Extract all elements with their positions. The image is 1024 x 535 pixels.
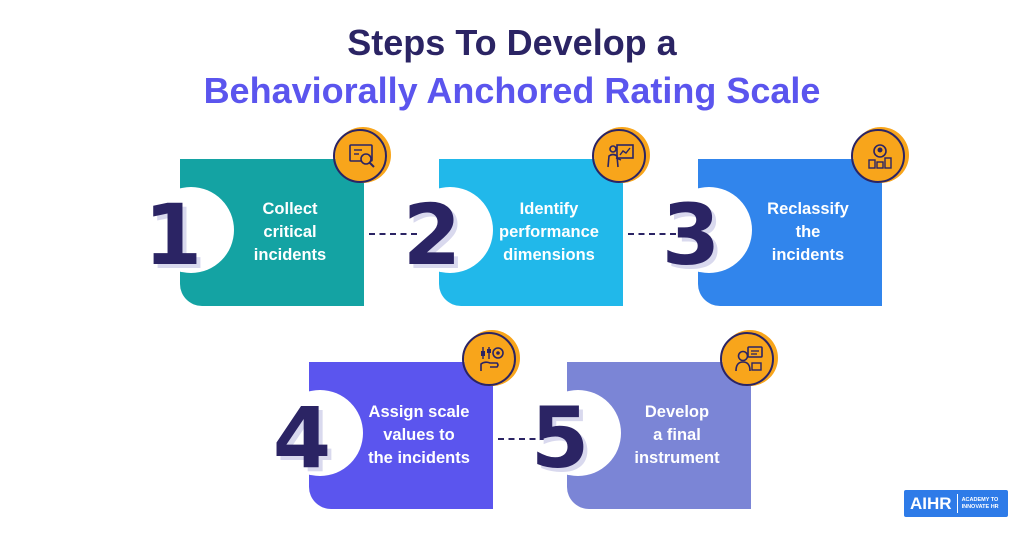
step-4-line-2: values to <box>383 426 455 444</box>
logo-sub-line-2: INNOVATE HR <box>961 503 999 510</box>
step-2-line-1: Identify <box>519 200 579 218</box>
user-sorting-icon <box>868 144 892 169</box>
step-number-2: 2 <box>402 186 462 284</box>
step-card-3: Reclassify the incidents <box>698 159 882 306</box>
step-3-line-3: incidents <box>771 246 845 264</box>
connector-4-5 <box>498 438 546 440</box>
step-5-line-2: a final <box>653 426 701 444</box>
step-card-1: Collect critical incidents <box>180 159 364 306</box>
step-number-1: 1 <box>143 186 203 284</box>
step-2-line-2: performance <box>499 223 599 241</box>
step-badge-3 <box>851 127 909 185</box>
step-badge-5 <box>720 330 778 388</box>
aihr-logo: AIHR ACADEMY TO INNOVATE HR <box>904 490 1008 517</box>
step-number-3: 3 <box>661 186 721 284</box>
step-card-5: Develop a final instrument <box>567 362 751 509</box>
step-number-5: 5 <box>530 389 590 487</box>
step-1-line-1: Collect <box>262 200 318 218</box>
step-3-line-1: Reclassify <box>767 200 849 218</box>
step-text-5: Develop a final instrument <box>611 362 743 509</box>
title-line-1: Steps To Develop a <box>347 22 677 63</box>
step-number-4: 4 <box>272 389 332 487</box>
step-1-line-3: incidents <box>253 246 327 264</box>
connector-2-3 <box>628 233 676 235</box>
logo-main-text: AIHR <box>904 494 958 513</box>
step-card-4: Assign scale values to the incidents <box>309 362 493 509</box>
logo-sub-text: ACADEMY TO INNOVATE HR <box>958 497 999 510</box>
connector-1-2 <box>369 233 417 235</box>
step-5-line-3: instrument <box>634 449 720 467</box>
chat-user-icon <box>735 346 763 372</box>
presentation-board-icon <box>607 144 634 168</box>
step-2-line-3: dimensions <box>503 246 595 264</box>
step-3-line-2: the <box>795 223 821 241</box>
step-text-3: Reclassify the incidents <box>742 159 874 306</box>
logo-sub-line-1: ACADEMY TO <box>961 497 999 503</box>
title-line-2: Behaviorally Anchored Rating Scale <box>203 70 821 111</box>
step-text-2: Identify performance dimensions <box>483 159 615 306</box>
step-badge-4 <box>462 330 520 388</box>
step-badge-2 <box>592 127 650 185</box>
hand-settings-icon <box>480 347 504 371</box>
step-text-4: Assign scale values to the incidents <box>353 362 485 509</box>
step-badge-1 <box>333 127 391 185</box>
step-card-2: Identify performance dimensions <box>439 159 623 306</box>
step-4-line-1: Assign scale <box>368 403 470 421</box>
step-text-1: Collect critical incidents <box>224 159 356 306</box>
step-5-line-1: Develop <box>644 403 710 421</box>
step-4-line-3: the incidents <box>368 449 470 467</box>
analytics-magnifier-icon <box>349 144 375 168</box>
step-1-line-2: critical <box>263 223 317 241</box>
